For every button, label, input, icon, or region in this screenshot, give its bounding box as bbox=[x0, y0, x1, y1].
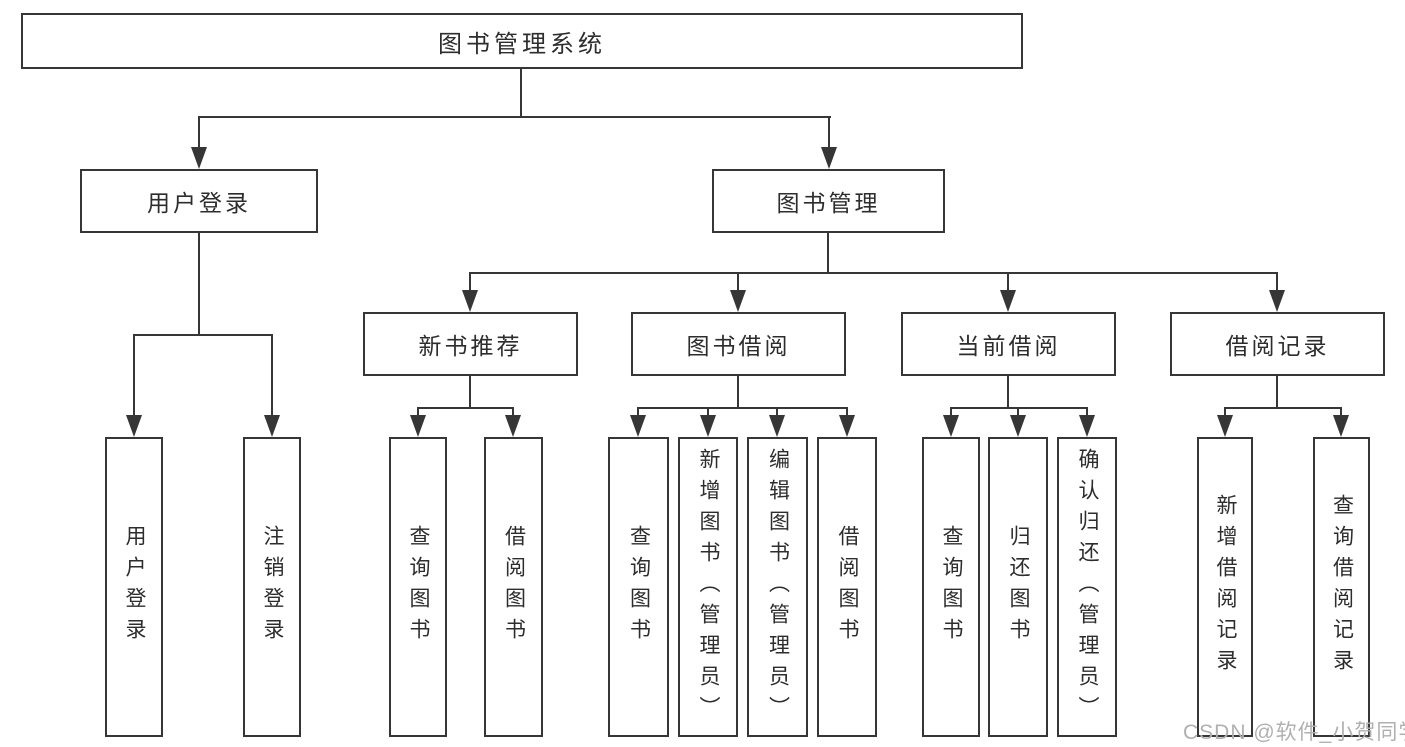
arrowhead-br-add-icon bbox=[1217, 415, 1233, 437]
connector-book-borrow-stem bbox=[737, 376, 739, 409]
arrowhead-bb-query-icon bbox=[630, 415, 646, 437]
leaf-nb-borrow-books: 借阅图书 bbox=[484, 437, 543, 737]
connector-new-book-stem bbox=[469, 376, 471, 409]
connector-bb-add-drop bbox=[707, 407, 709, 417]
arrowhead-borrow-records-icon bbox=[1269, 290, 1285, 312]
connector-user-login-bar bbox=[133, 334, 273, 336]
leaf-bb-add-books-admin: 新增图书（管理员） bbox=[678, 437, 738, 737]
arrowhead-nb-borrow-icon bbox=[505, 415, 521, 437]
leaf-br-query-record: 查询借阅记录 bbox=[1313, 437, 1370, 737]
leaf-cb-return-books: 归还图书 bbox=[988, 437, 1048, 737]
arrowhead-book-borrow-icon bbox=[730, 290, 746, 312]
leaf-bb-query-books: 查询图书 bbox=[608, 437, 669, 737]
connector-new-book-drop bbox=[469, 272, 471, 292]
connector-leaf-logout-drop bbox=[271, 334, 273, 416]
connector-br-query-drop bbox=[1340, 407, 1342, 417]
connector-current-borrow-drop bbox=[1007, 272, 1009, 292]
node-book-borrowing: 图书借阅 bbox=[631, 312, 846, 376]
arrowhead-cb-confirm-icon bbox=[1079, 415, 1095, 437]
connector-borrow-records-bar bbox=[1224, 407, 1341, 409]
connector-bb-query-drop bbox=[637, 407, 639, 417]
watermark: CSDN @软件_小贺同学 bbox=[1183, 721, 1405, 744]
connector-leaf-login-drop bbox=[133, 334, 135, 416]
connector-bb-edit-drop bbox=[776, 407, 778, 417]
connector-nb-borrow-drop bbox=[512, 407, 514, 417]
connector-new-book-bar bbox=[417, 407, 514, 409]
connector-cb-confirm-drop bbox=[1086, 407, 1088, 417]
connector-borrow-records-stem bbox=[1276, 376, 1278, 409]
connector-book-mgmt-drop bbox=[828, 116, 830, 148]
arrowhead-br-query-icon bbox=[1333, 415, 1349, 437]
leaf-cb-query-books: 查询图书 bbox=[922, 437, 980, 737]
connector-book-mgmt-bar bbox=[469, 272, 1278, 274]
arrowhead-cb-return-icon bbox=[1010, 415, 1026, 437]
leaf-nb-query-books: 查询图书 bbox=[389, 437, 447, 737]
node-new-book-recommend: 新书推荐 bbox=[363, 312, 578, 376]
leaf-logout: 注销登录 bbox=[243, 437, 301, 737]
arrowhead-leaf-logout-icon bbox=[264, 415, 280, 437]
connector-book-borrow-bar bbox=[637, 407, 848, 409]
arrowhead-user-login-icon bbox=[191, 147, 207, 169]
connector-book-borrow-drop bbox=[737, 272, 739, 292]
arrowhead-bb-add-icon bbox=[700, 415, 716, 437]
leaf-br-add-record: 新增借阅记录 bbox=[1197, 437, 1253, 737]
connector-cb-return-drop bbox=[1017, 407, 1019, 417]
arrowhead-current-borrow-icon bbox=[1000, 290, 1016, 312]
connector-root-bar bbox=[198, 116, 831, 118]
arrowhead-book-mgmt-icon bbox=[821, 147, 837, 169]
connector-book-mgmt-stem bbox=[827, 233, 829, 274]
connector-current-borrow-stem bbox=[1007, 376, 1009, 409]
arrowhead-nb-query-icon bbox=[410, 415, 426, 437]
node-user-login: 用户登录 bbox=[80, 169, 318, 233]
leaf-bb-edit-books-admin: 编辑图书（管理员） bbox=[747, 437, 808, 737]
connector-root-stem bbox=[520, 69, 522, 118]
leaf-bb-borrow-books: 借阅图书 bbox=[817, 437, 877, 737]
arrowhead-cb-query-icon bbox=[943, 415, 959, 437]
connector-borrow-records-drop bbox=[1276, 272, 1278, 292]
node-current-borrowing: 当前借阅 bbox=[901, 312, 1116, 376]
arrowhead-new-book-icon bbox=[462, 290, 478, 312]
node-borrowing-records: 借阅记录 bbox=[1170, 312, 1385, 376]
arrowhead-leaf-login-icon bbox=[126, 415, 142, 437]
connector-nb-query-drop bbox=[417, 407, 419, 417]
connector-br-add-drop bbox=[1224, 407, 1226, 417]
connector-cb-query-drop bbox=[950, 407, 952, 417]
node-book-management: 图书管理 bbox=[712, 169, 945, 233]
connector-bb-borrow-drop bbox=[846, 407, 848, 417]
node-library-system: 图书管理系统 bbox=[21, 13, 1023, 69]
arrowhead-bb-borrow-icon bbox=[839, 415, 855, 437]
leaf-user-login: 用户登录 bbox=[105, 437, 163, 737]
leaf-cb-confirm-return-admin: 确认归还（管理员） bbox=[1057, 437, 1117, 737]
connector-user-login-stem bbox=[198, 233, 200, 336]
arrowhead-bb-edit-icon bbox=[769, 415, 785, 437]
connector-user-login-drop bbox=[198, 116, 200, 148]
